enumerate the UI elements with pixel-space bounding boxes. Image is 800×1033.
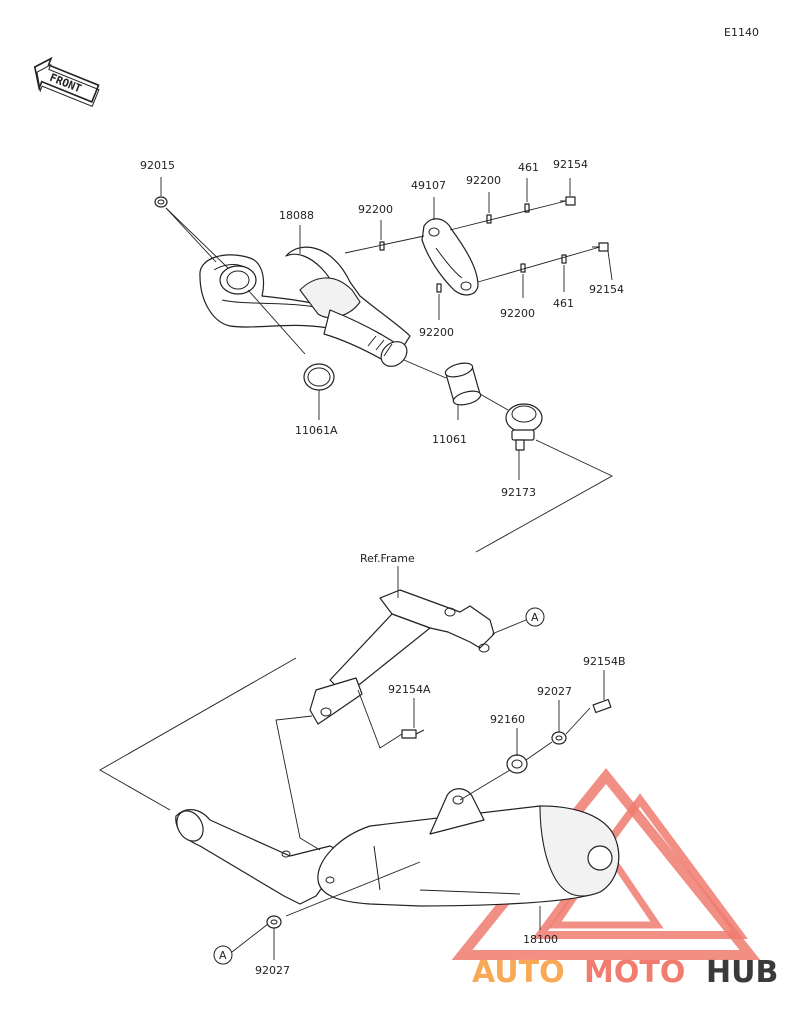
part-label: 92027 [255, 964, 290, 977]
part-label: 92015 [140, 159, 175, 172]
washer-92200-a [379, 241, 385, 251]
sleeve-11061 [444, 362, 482, 406]
callout-a-lower: A [213, 945, 233, 965]
part-label: 92154 [589, 283, 624, 296]
washer-461-b [561, 254, 567, 264]
header-pipe-18088 [199, 246, 411, 367]
nut-92015 [154, 196, 168, 208]
part-label: 92027 [537, 685, 572, 698]
svg-text:A: A [219, 949, 227, 962]
watermark-brand-hub: HUB [706, 955, 778, 990]
muffler-18100 [175, 788, 620, 907]
washer-92027-upper [551, 731, 567, 745]
part-label: 49107 [411, 179, 446, 192]
diagram-code: E1140 [724, 26, 759, 39]
washer-92027-lower [266, 915, 282, 929]
part-label: 92173 [501, 486, 536, 499]
ref-frame-label: Ref.Frame [360, 552, 415, 565]
frame-bracket [309, 589, 495, 725]
heat-guard-49107 [421, 218, 479, 296]
part-label: 92200 [466, 174, 501, 187]
part-label: 92200 [358, 203, 393, 216]
part-label: 461 [553, 297, 574, 310]
bolt-92154A [401, 729, 425, 739]
clamp-92173 [505, 403, 543, 451]
part-label: 92160 [490, 713, 525, 726]
part-label: 11061 [432, 433, 467, 446]
leader-lines-lower [99, 566, 605, 960]
part-label: 11061A [295, 424, 338, 437]
bolt-92154-a [560, 196, 576, 206]
washer-92200-d [520, 263, 526, 273]
part-label: 461 [518, 161, 539, 174]
part-labels: 92015 18088 92200 49107 92200 461 92154 … [140, 158, 626, 977]
watermark-brand-auto: AUTO [472, 955, 565, 990]
part-label: 18100 [523, 933, 558, 946]
washer-92200-b [486, 214, 492, 224]
part-label: 92200 [419, 326, 454, 339]
watermark-brand-moto: MOTO [584, 955, 685, 990]
part-label: 92154A [388, 683, 431, 696]
front-direction-badge: FRONT [33, 56, 100, 108]
part-label: 92154 [553, 158, 588, 171]
leader-lines-upper [160, 177, 613, 553]
svg-text:A: A [531, 611, 539, 624]
washer-461-a [524, 203, 530, 213]
part-label: 92154B [583, 655, 626, 668]
bolt-92154B [592, 698, 612, 714]
part-label: 92200 [500, 307, 535, 320]
callout-a-upper: A [525, 607, 545, 627]
part-label: 18088 [279, 209, 314, 222]
washer-92200-c [436, 283, 442, 293]
